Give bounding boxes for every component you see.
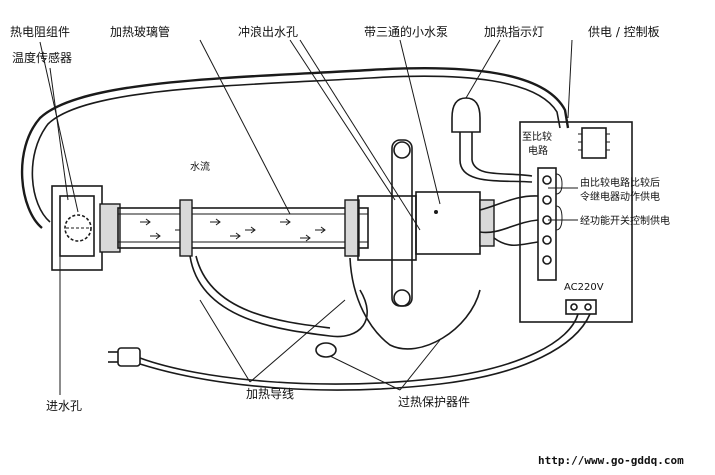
control-board	[519, 121, 633, 323]
protector-body	[315, 342, 337, 358]
label-small-pump: 带三通的小水泵	[364, 24, 448, 39]
label-switch-note: 经功能开关控制供电	[580, 214, 670, 227]
label-ac-supply: AC220V	[564, 282, 604, 293]
plug-icon	[108, 347, 141, 367]
ac-power-cord	[139, 313, 579, 385]
label-temp-sensor: 温度传感器	[12, 50, 72, 65]
label-overheat-protector: 过热保护器件	[398, 395, 470, 409]
label-water-flow: 水流	[190, 160, 210, 173]
label-flush-outlet: 冲浪出水孔	[238, 24, 298, 39]
pump-to-board-wires	[479, 195, 539, 211]
label-to-comparator-2: 电路	[528, 144, 548, 157]
leader-lines	[39, 39, 578, 395]
label-water-inlet: 进水孔	[46, 399, 82, 413]
label-heating-glass-tube: 加热玻璃管	[110, 24, 170, 39]
website-url: http://www.go-gddq.com	[538, 454, 684, 467]
cable-to-board-inner	[31, 75, 561, 223]
heating-wire	[189, 255, 368, 338]
heater-end-cap	[51, 185, 121, 271]
label-comparator-note-1: 由比较电路比较后	[580, 176, 660, 189]
label-comparator-note-2: 令继电器动作供电	[580, 190, 660, 203]
label-to-comparator-1: 至比较	[522, 130, 552, 143]
heating-glass-tube	[117, 199, 369, 257]
label-heater-assembly: 热电阻组件	[10, 25, 70, 39]
label-heating-wire: 加热导线	[246, 387, 294, 401]
label-power-control-board: 供电 / 控制板	[588, 25, 660, 39]
label-heat-indicator: 加热指示灯	[484, 24, 544, 39]
cable-to-board	[20, 67, 570, 229]
indicator-lamp	[451, 97, 533, 183]
